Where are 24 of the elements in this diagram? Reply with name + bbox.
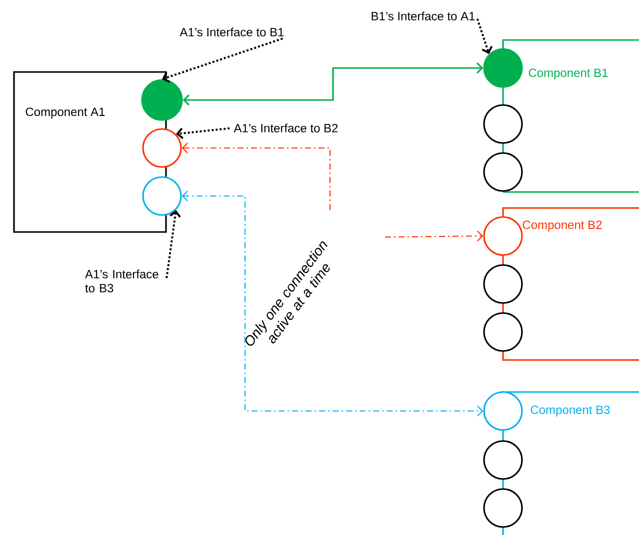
interface-circle	[483, 48, 523, 88]
interface-circle	[141, 79, 183, 121]
connection-arrow	[182, 62, 484, 106]
connection-arrow	[182, 190, 484, 416]
port-circle	[483, 440, 523, 480]
port-circle	[483, 488, 523, 528]
callout-text: B1’s Interface to A1	[372, 12, 475, 20]
port-circle	[483, 152, 523, 192]
leader-line	[476, 18, 493, 54]
connection-arrow	[182, 142, 331, 210]
port-circle	[483, 312, 523, 352]
interface-circle	[483, 391, 523, 431]
port-circle	[483, 104, 523, 144]
interface-circle	[142, 176, 182, 216]
leader-line	[166, 210, 181, 278]
callout-text: A1’s Interface to B2	[234, 124, 338, 132]
connection-arrow	[385, 230, 484, 242]
port-circle	[483, 264, 523, 304]
callout-text: A1’s Interface to B1	[180, 28, 284, 36]
interface-circle	[142, 128, 182, 168]
leader-line	[162, 38, 283, 83]
callout-text: A1’s Interface to B3	[85, 270, 158, 292]
leader-line	[176, 127, 230, 140]
interface-circle	[483, 216, 523, 256]
